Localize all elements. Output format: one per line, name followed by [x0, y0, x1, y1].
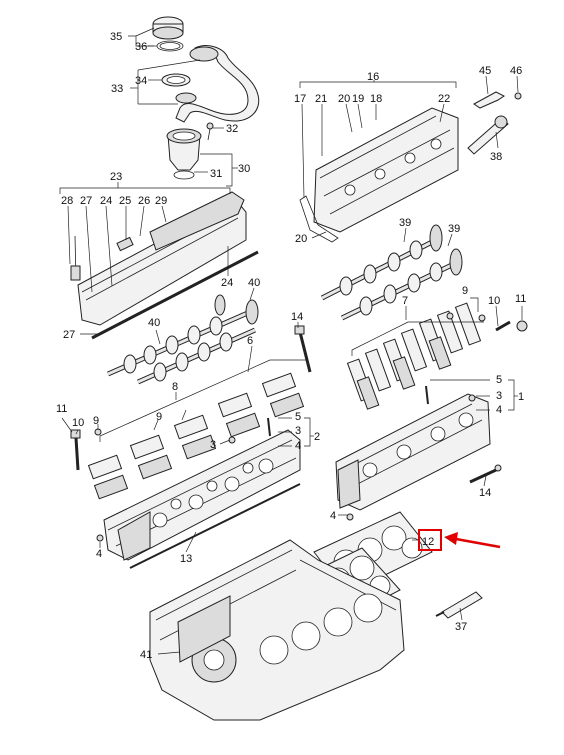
callout-31: 31	[210, 168, 222, 180]
bolt-14-left	[294, 325, 312, 373]
callout-3-mid: 3	[295, 425, 301, 437]
pin-5b	[425, 385, 429, 405]
bracket-45	[473, 91, 505, 109]
dowel-3a	[228, 436, 236, 444]
callout-18: 18	[370, 93, 382, 105]
valve-part-10-left	[70, 429, 81, 471]
callout-33: 33	[111, 83, 123, 95]
callout-39-right: 39	[448, 223, 460, 235]
callout-20-top: 20	[338, 93, 350, 105]
callout-24: 24	[221, 277, 233, 289]
callout-36: 36	[135, 41, 147, 53]
callout-7: 7	[402, 295, 408, 307]
rocker-arms-right	[346, 302, 482, 410]
rail-27	[91, 250, 259, 340]
leader-lines	[59, 27, 523, 655]
sealant-tube-37	[435, 591, 483, 619]
callout-25: 25	[119, 195, 131, 207]
bolt-14-right	[469, 464, 502, 484]
callout-10-right: 10	[488, 295, 500, 307]
callout-5-left: 5	[295, 411, 301, 423]
callout-28: 28	[61, 195, 73, 207]
callout-8: 8	[172, 381, 178, 393]
callout-9-right: 9	[462, 285, 468, 297]
stud-4a	[346, 513, 354, 521]
callout-12: 12	[422, 536, 434, 548]
callout-27: 27	[63, 329, 75, 341]
callout-32: 32	[226, 123, 238, 135]
callout-46: 46	[510, 65, 522, 77]
small-part-6	[446, 312, 454, 320]
callout-45: 45	[479, 65, 491, 77]
callout-23: 23	[110, 171, 122, 183]
callout-9-left: 9	[156, 411, 162, 423]
callout-41: 41	[140, 649, 152, 661]
callout-37: 37	[455, 621, 467, 633]
engine-block	[149, 539, 405, 721]
callout-6: 6	[247, 335, 253, 347]
camshaft-40-left	[106, 294, 259, 385]
callout-9-small: 9	[93, 415, 99, 427]
callout-13: 13	[180, 553, 192, 565]
callout-34: 34	[135, 75, 147, 87]
callout-14-bottom: 14	[479, 487, 491, 499]
callout-40-left: 40	[148, 317, 160, 329]
filler-neck	[166, 128, 202, 180]
camshaft-39-right	[320, 224, 463, 321]
cylinder-head-left	[103, 429, 301, 561]
bolt-28	[70, 235, 81, 281]
callout-4-lower: 4	[330, 510, 336, 522]
rail-13	[129, 483, 301, 569]
camshaft-cover-right	[313, 107, 459, 233]
callout-17: 17	[294, 93, 306, 105]
sensor-38	[467, 115, 509, 155]
highlight-box	[418, 529, 442, 551]
callout-27-top: 27	[80, 195, 92, 207]
stud-4b	[96, 534, 104, 542]
small-part-9b	[478, 314, 486, 322]
callout-3-right: 3	[496, 390, 502, 402]
callout-2: 2	[314, 431, 320, 443]
callout-4-mid: 4	[295, 440, 301, 452]
dowel-3b	[468, 394, 476, 402]
cylinder-head-right	[335, 393, 491, 511]
pin-5a	[267, 417, 271, 437]
rocker-arms-left	[87, 372, 305, 500]
bolt-46	[514, 92, 522, 100]
callout-26: 26	[138, 195, 150, 207]
oil-filler-cap	[152, 16, 184, 40]
callout-14-top: 14	[291, 311, 303, 323]
camshaft-cover-left	[77, 191, 247, 326]
callout-40-right: 40	[248, 277, 260, 289]
callout-21: 21	[315, 93, 327, 105]
callout-22: 22	[438, 93, 450, 105]
red-arrow	[444, 532, 501, 549]
breather-pipe	[161, 45, 260, 123]
callout-1: 1	[518, 391, 524, 403]
callout-38: 38	[490, 151, 502, 163]
callout-20-bottom: 20	[295, 233, 307, 245]
callout-labels: 35 36 34 33 32 30 31 23 28 27 24 25 26 2…	[56, 31, 526, 661]
callout-16: 16	[367, 71, 379, 83]
callout-24-top: 24	[100, 195, 112, 207]
callout-11-right: 11	[515, 293, 526, 305]
callout-3-left: 3	[210, 439, 216, 451]
callout-5-right: 5	[496, 374, 502, 386]
callout-19: 19	[352, 93, 364, 105]
callout-39-left: 39	[399, 217, 411, 229]
gasket-20	[299, 195, 339, 243]
callout-10-left: 10	[72, 417, 84, 429]
callout-4-left: 4	[96, 548, 102, 560]
valve-part-10-right	[495, 320, 528, 332]
callout-29: 29	[155, 195, 167, 207]
seal-ring-36	[156, 40, 184, 52]
callout-4-right: 4	[496, 404, 502, 416]
bolt-32	[206, 122, 214, 141]
callout-30: 30	[238, 163, 250, 175]
callout-35: 35	[110, 31, 122, 43]
callout-11-left: 11	[56, 403, 67, 415]
